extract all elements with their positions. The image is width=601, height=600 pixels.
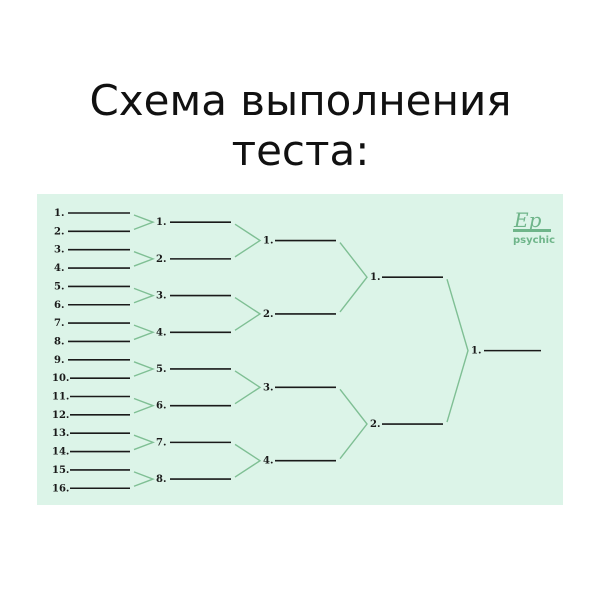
round-16-slot-label: 10. <box>52 373 69 384</box>
round-16-slot-label: 12. <box>52 410 69 421</box>
bracket-connector <box>133 214 155 231</box>
bracket-connector <box>133 434 155 451</box>
round-4-slot-label: 1. <box>263 236 273 247</box>
round-16-slot-label: 8. <box>54 336 64 347</box>
round-8-slot-label: 7. <box>156 437 166 448</box>
bracket-connector <box>234 296 262 331</box>
round-16-slot-label: 1. <box>54 208 64 219</box>
round-8-slot-label: 4. <box>156 327 166 338</box>
bracket-panel <box>37 194 563 505</box>
round-8-slot-label: 3. <box>156 291 166 302</box>
round-16-slot-label: 3. <box>54 245 64 256</box>
round-16-slot-label: 9. <box>54 355 64 366</box>
bracket-connector <box>234 443 262 478</box>
bracket-connector <box>133 287 155 304</box>
round-2-slot-label: 1. <box>370 272 380 283</box>
round-16-slot-label: 4. <box>54 263 64 274</box>
svg-text:psychic: psychic <box>513 235 555 245</box>
round-4-slot-label: 2. <box>263 309 273 320</box>
round-8-slot-label: 5. <box>156 364 166 375</box>
svg-text:Ep: Ep <box>513 208 542 232</box>
round-16-slot-label: 7. <box>54 318 64 329</box>
bracket-connector <box>133 251 155 267</box>
round-8-slot-label: 1. <box>156 217 166 228</box>
round-16-slot-label: 14. <box>52 447 69 458</box>
round-16-slot-label: 16. <box>52 483 69 494</box>
bracket-connector <box>446 279 469 423</box>
bracket-connector <box>133 324 155 341</box>
round-4-slot-label: 3. <box>263 382 273 393</box>
title-line-1: Схема выполнения <box>89 76 512 125</box>
bracket-connector <box>339 388 368 460</box>
round-8-slot-label: 2. <box>156 254 166 265</box>
round-4-slot-label: 4. <box>263 456 273 467</box>
bracket-connector <box>133 361 155 377</box>
round-16-slot-label: 13. <box>52 428 69 439</box>
title-line-2: теста: <box>231 126 370 175</box>
bracket-connector <box>133 397 155 414</box>
round-2-slot-label: 2. <box>370 419 380 430</box>
round-16-slot-label: 11. <box>52 392 69 403</box>
round-16-slot-label: 15. <box>52 465 69 476</box>
bracket-connector <box>234 223 262 258</box>
page-title: Схема выполнения теста: <box>0 76 601 176</box>
psychic-logo-icon: Ep psychic <box>513 208 555 245</box>
round-8-slot-label: 6. <box>156 401 166 412</box>
round-16-slot-label: 2. <box>54 226 64 237</box>
bracket-connector <box>133 471 155 487</box>
bracket-connector <box>234 370 262 405</box>
final-slot-label: 1. <box>471 346 481 357</box>
round-16-slot-label: 6. <box>54 300 64 311</box>
bracket-connector <box>339 242 368 313</box>
round-16-slot-label: 5. <box>54 281 64 292</box>
round-8-slot-label: 8. <box>156 474 166 485</box>
